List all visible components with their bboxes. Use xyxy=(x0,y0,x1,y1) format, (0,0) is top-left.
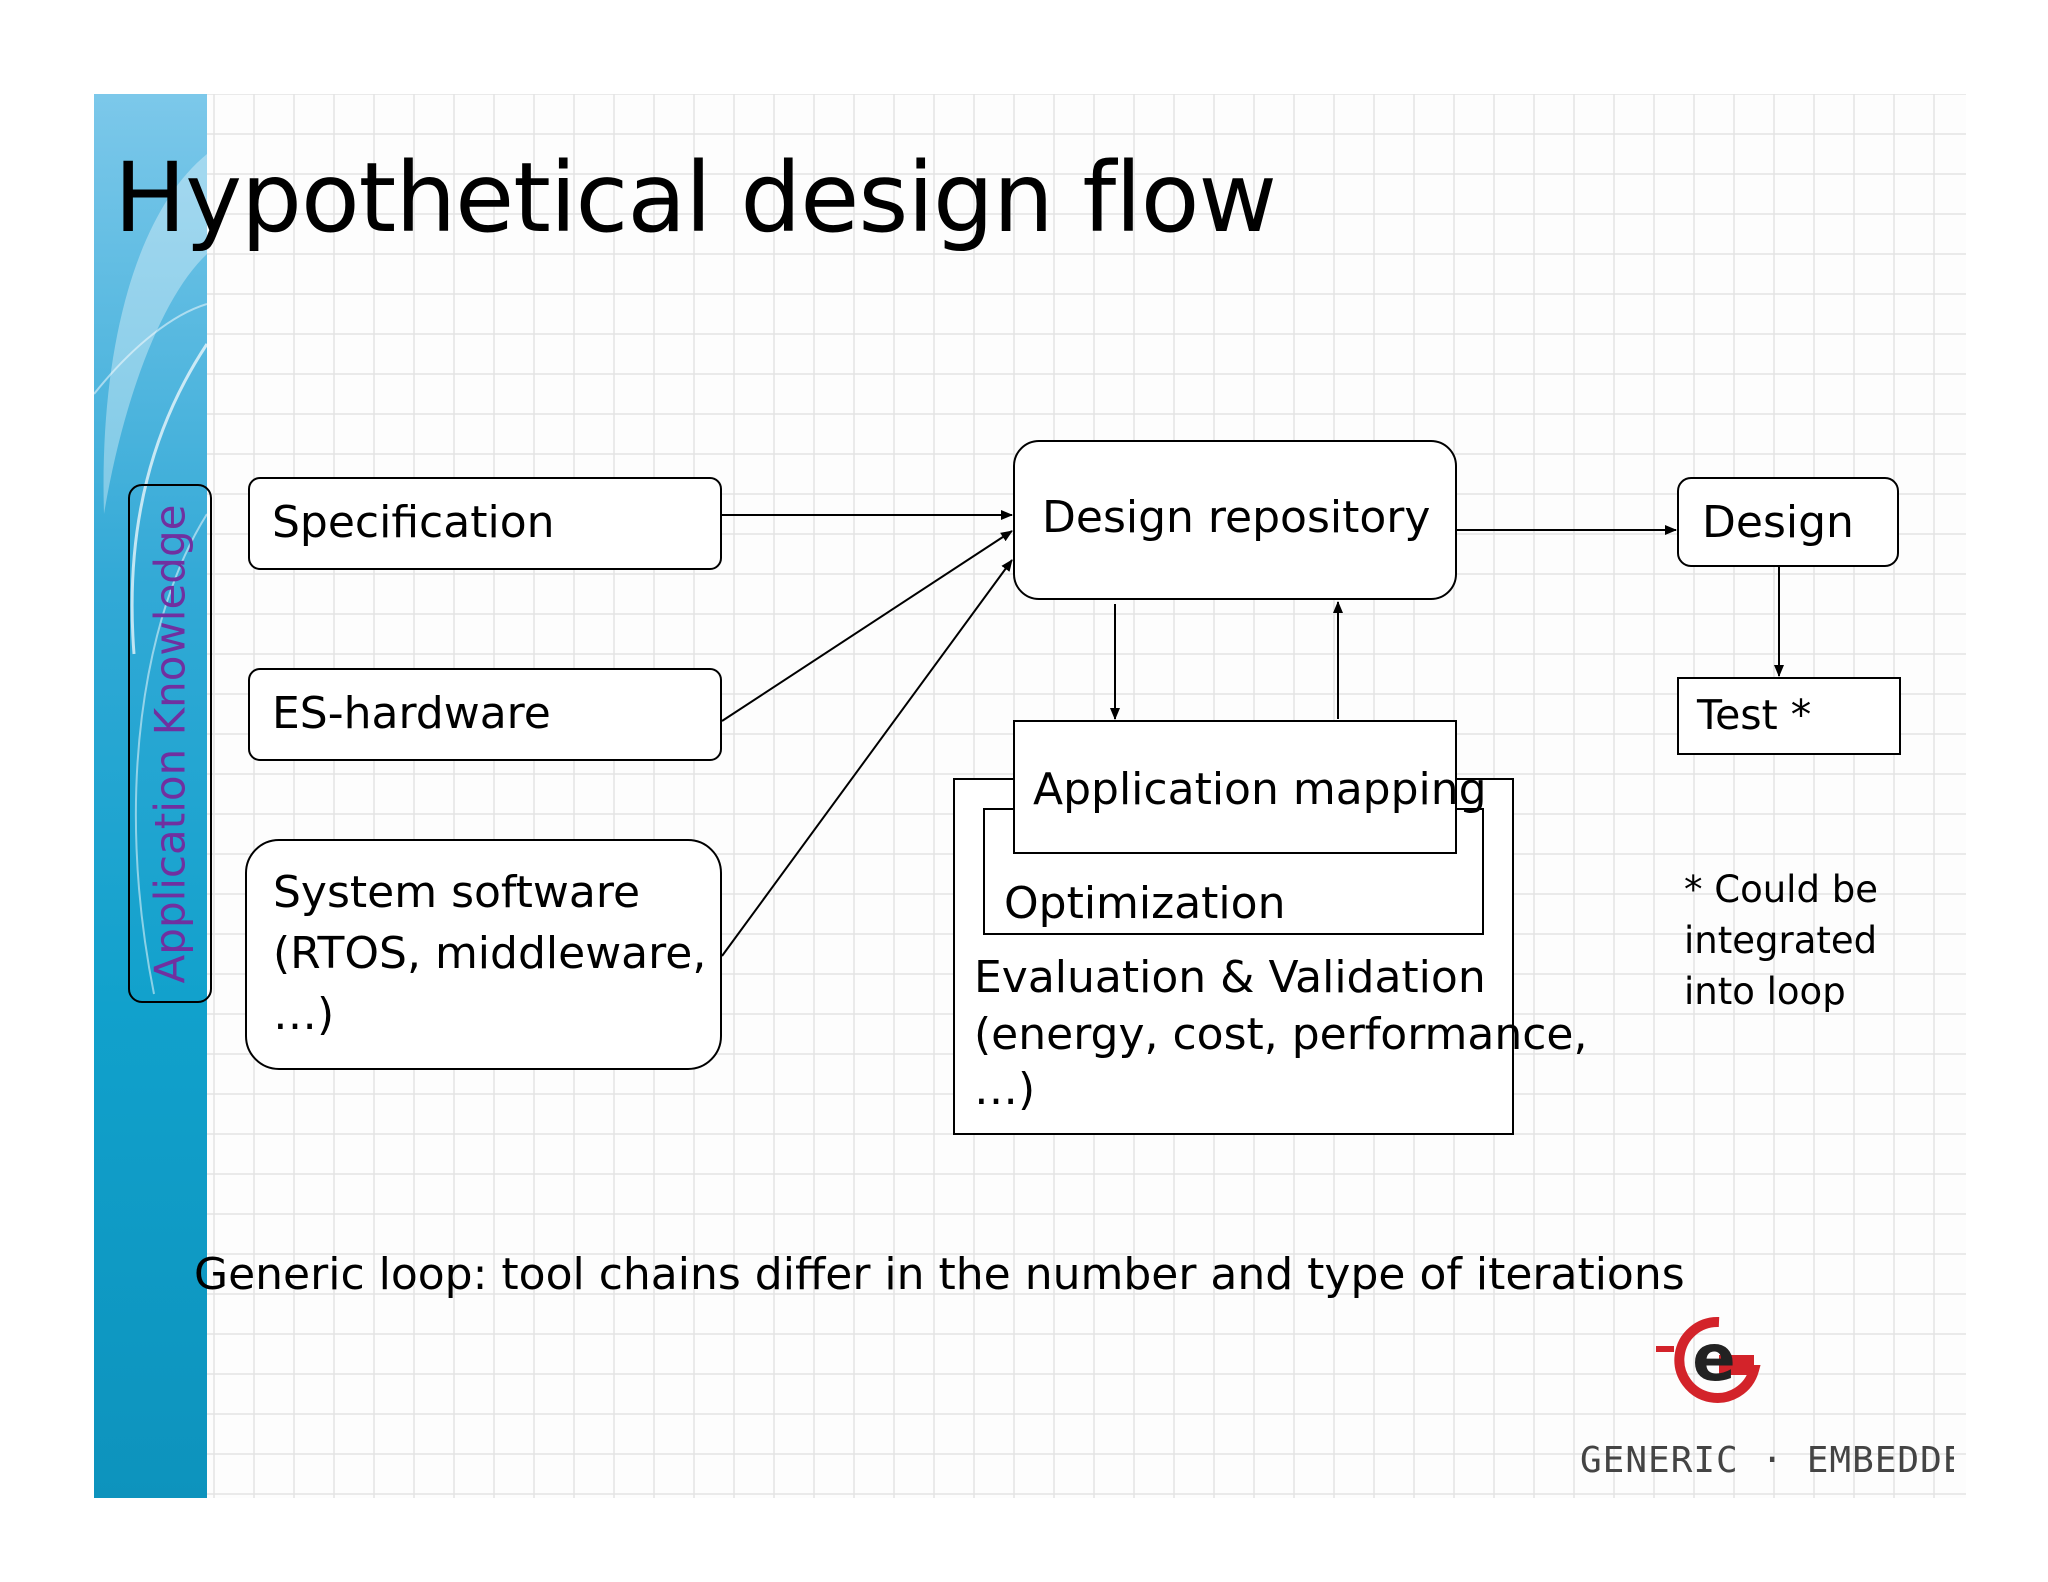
page-title: Hypothetical design flow xyxy=(114,142,1277,254)
arrow-hardware-to-repository xyxy=(721,530,1013,722)
test-box: Test * xyxy=(1677,677,1901,755)
evaluation-line-1: Evaluation & Validation xyxy=(974,952,1486,1003)
flow-arrows xyxy=(721,510,1784,957)
logo-text: GENERIC · EMBEDDED xyxy=(1580,1440,1954,1481)
evaluation-line-2: (energy, cost, performance, xyxy=(974,1009,1588,1060)
integration-note: * Could be integrated into loop xyxy=(1684,864,1878,1017)
design-repository-box: Design repository xyxy=(1013,440,1457,600)
specification-box: Specification xyxy=(248,477,722,570)
application-mapping-box: Application mapping xyxy=(1013,720,1487,854)
system-software-line-1: System software xyxy=(273,867,641,918)
note-line-3: into loop xyxy=(1684,970,1846,1013)
sidebar-accent xyxy=(94,94,207,1498)
sidebar-swoosh xyxy=(94,154,207,995)
evaluation-line-3: …) xyxy=(974,1064,1036,1115)
system-software-line-2: (RTOS, middleware, xyxy=(273,928,707,979)
generic-embedded-logo: e GENERIC · EMBEDDED xyxy=(1580,1316,1954,1481)
application-knowledge-box xyxy=(128,484,212,1003)
generic-loop-caption: Generic loop: tool chains differ in the … xyxy=(194,1249,1685,1300)
note-line-1: * Could be xyxy=(1684,868,1878,911)
application-mapping-label: Application mapping xyxy=(1033,764,1487,815)
note-line-2: integrated xyxy=(1684,919,1878,962)
system-software-line-3: …) xyxy=(273,989,335,1040)
design-repository-label: Design repository xyxy=(1042,492,1431,543)
optimization-label: Optimization xyxy=(1004,878,1286,929)
design-label: Design xyxy=(1702,497,1854,548)
arrow-software-to-repository xyxy=(721,559,1013,957)
specification-label: Specification xyxy=(272,497,555,548)
test-label: Test * xyxy=(1697,691,1812,739)
slide: Hypothetical design flow Application Kno… xyxy=(94,94,1966,1498)
logo-mark-icon: e xyxy=(1656,1316,1761,1403)
svg-text:e: e xyxy=(1692,1322,1735,1396)
design-box: Design xyxy=(1677,477,1899,567)
system-software-box: System software (RTOS, middleware, …) xyxy=(245,839,722,1070)
es-hardware-label: ES-hardware xyxy=(272,688,551,739)
es-hardware-box: ES-hardware xyxy=(248,668,722,761)
